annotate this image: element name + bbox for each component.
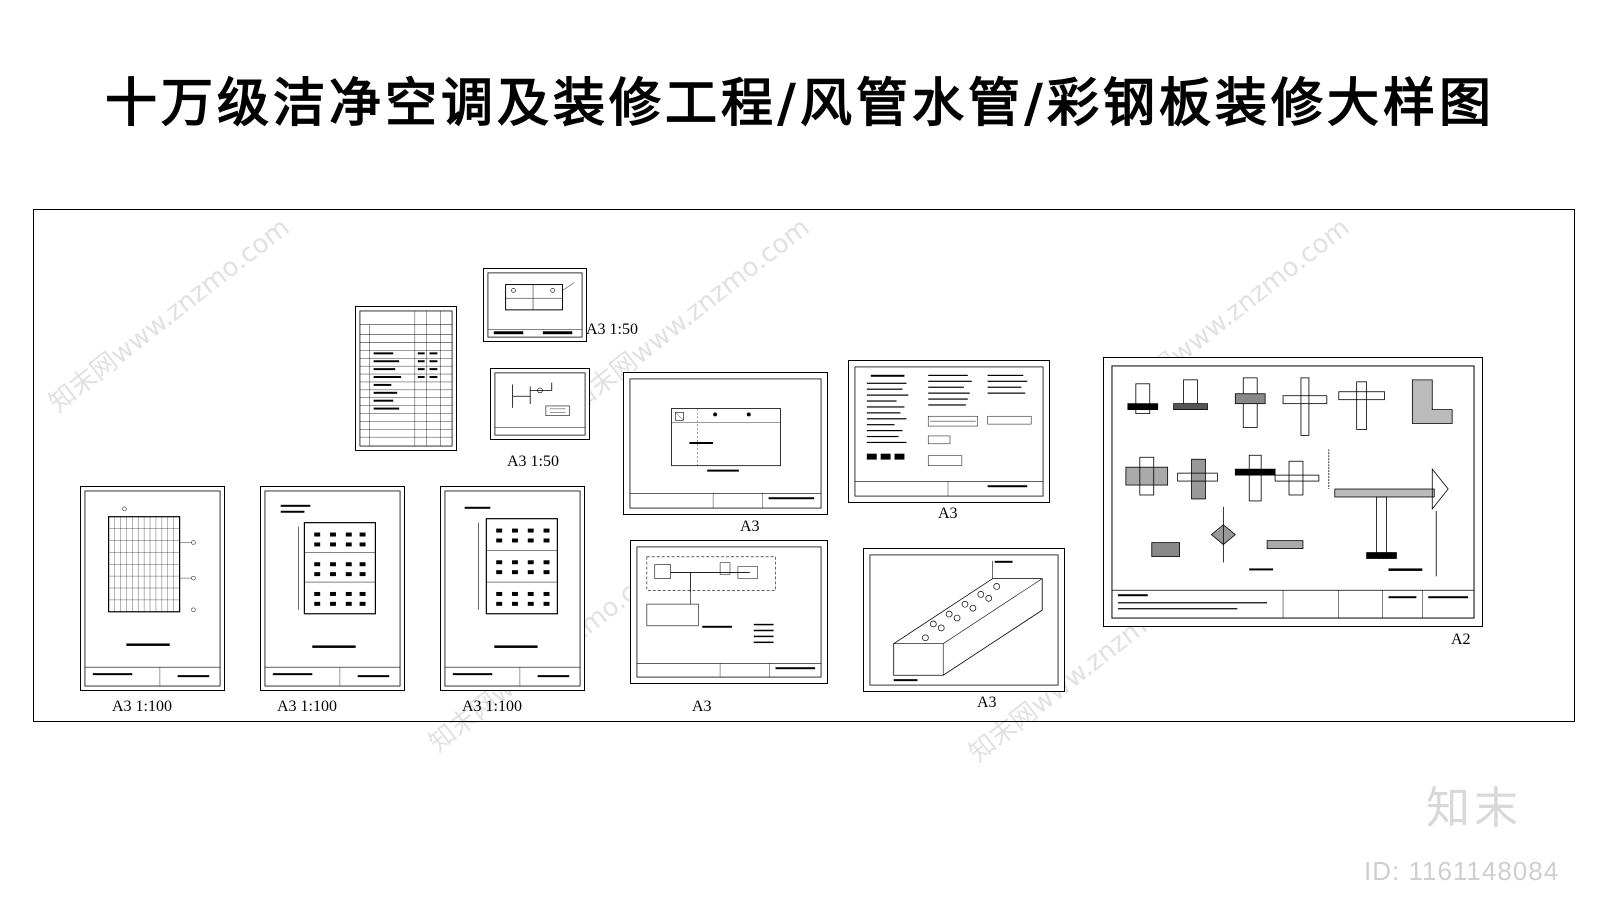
system-diagram-graphic-bottom bbox=[636, 546, 822, 678]
brand-watermark: 知末 bbox=[1426, 783, 1522, 834]
system-diagram-sheet-bottom[interactable] bbox=[630, 540, 828, 684]
scale-label-plan-2: A3 1:100 bbox=[277, 698, 337, 715]
floor-plan-sheet-1[interactable] bbox=[80, 486, 225, 691]
image-id-watermark: ID: 1161148084 bbox=[1364, 856, 1560, 886]
scale-label-iso: A3 bbox=[977, 694, 997, 711]
floor-plan-sheet-3[interactable] bbox=[440, 486, 585, 691]
design-notes-sheet[interactable] bbox=[848, 360, 1050, 503]
floor-plan-graphic-3 bbox=[444, 490, 581, 687]
scale-label-sys-bottom: A3 bbox=[692, 698, 712, 715]
design-notes-graphic bbox=[854, 366, 1044, 497]
floor-plan-graphic-1 bbox=[84, 490, 221, 687]
drawing-index-sheet[interactable] bbox=[355, 306, 457, 451]
construction-details-graphic bbox=[1111, 365, 1475, 619]
index-table-graphic bbox=[359, 310, 453, 447]
scale-label-legend-mid: A3 1:50 bbox=[507, 453, 559, 470]
isometric-sheet[interactable] bbox=[863, 548, 1065, 692]
isometric-graphic bbox=[869, 554, 1059, 686]
scale-label-notes: A3 bbox=[938, 505, 958, 522]
drawing-frame bbox=[33, 209, 1575, 722]
system-diagram-sheet-top[interactable] bbox=[623, 372, 828, 515]
page-title: 十万级洁净空调及装修工程/风管水管/彩钢板装修大样图 bbox=[105, 73, 1495, 134]
legend-sheet-top[interactable] bbox=[483, 268, 587, 342]
scale-label-details: A2 bbox=[1451, 631, 1471, 648]
scale-label-sys-top: A3 bbox=[740, 518, 760, 535]
legend-graphic-top bbox=[487, 272, 583, 338]
floor-plan-graphic-2 bbox=[264, 490, 401, 687]
scale-label-plan-1: A3 1:100 bbox=[112, 698, 172, 715]
floor-plan-sheet-2[interactable] bbox=[260, 486, 405, 691]
scale-label-plan-3: A3 1:100 bbox=[462, 698, 522, 715]
construction-details-sheet[interactable] bbox=[1103, 357, 1483, 627]
scale-label-legend-top: A3 1:50 bbox=[586, 321, 638, 338]
system-diagram-graphic-top bbox=[629, 378, 822, 509]
legend-graphic-mid bbox=[494, 372, 586, 436]
legend-sheet-mid[interactable] bbox=[490, 368, 590, 440]
